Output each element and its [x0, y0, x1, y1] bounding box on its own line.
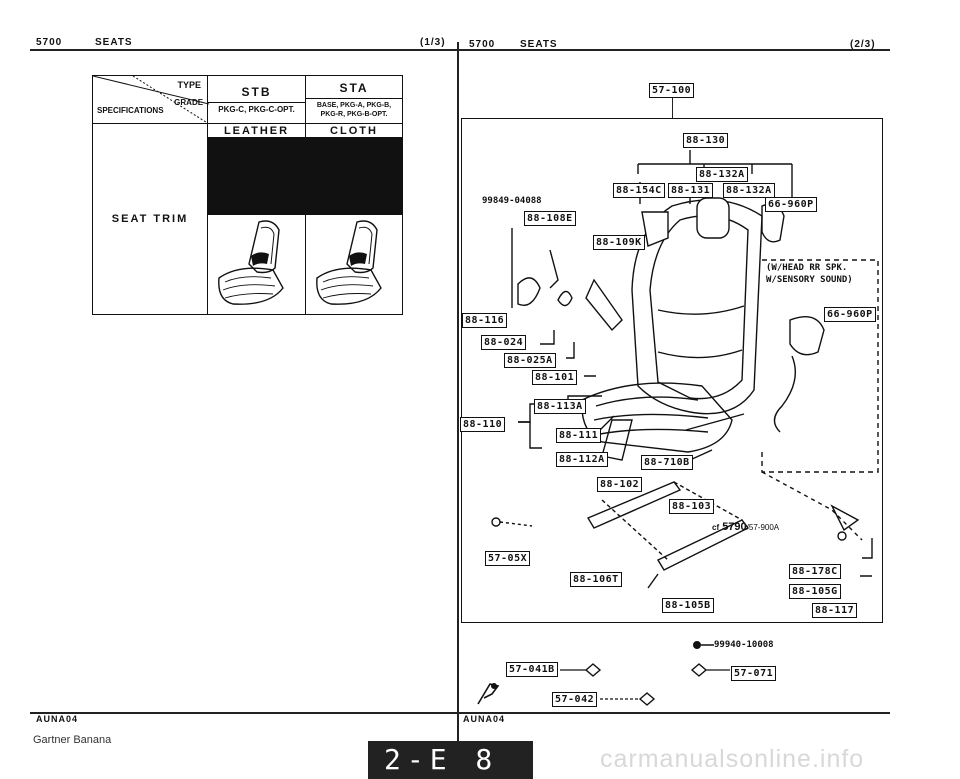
- part-label: 57-100: [649, 83, 695, 98]
- part-label: 88-105G: [789, 584, 841, 599]
- part-label: 88-108E: [524, 211, 576, 226]
- leader-line: [672, 98, 673, 118]
- part-label: 88-131: [668, 183, 714, 198]
- col1-header: STB PKG-C, PKG-C-OPT.: [207, 75, 306, 124]
- part-label: 88-178C: [789, 564, 841, 579]
- material-leather: LEATHER: [207, 123, 306, 138]
- cloth-swatch: [305, 137, 403, 215]
- seat-trim-label: SEAT TRIM: [91, 123, 209, 315]
- footer-right-code: AUNA04: [463, 714, 506, 724]
- part-label: 88-113A: [534, 399, 586, 414]
- right-header-page: (2/3): [850, 39, 876, 50]
- speaker-note-line2: W/SENSORY SOUND): [766, 275, 853, 285]
- left-header-page: (1/3): [420, 37, 446, 48]
- part-label: 88-109K: [593, 235, 645, 250]
- part-label: 88-103: [669, 499, 715, 514]
- cloth-seat-illustration: [305, 214, 403, 315]
- page-divider: [457, 42, 459, 742]
- part-label: 57-041B: [506, 662, 558, 677]
- clip-icon: [560, 663, 602, 677]
- part-label: 88-132A: [696, 167, 748, 182]
- bolt-ref-label: 99849-04088: [482, 196, 542, 206]
- retainer-icon: [477, 683, 500, 705]
- diagram-frame: [461, 118, 883, 623]
- part-label: 88-025A: [504, 353, 556, 368]
- clip-icon: [690, 663, 730, 677]
- right-header-code: 5700: [469, 39, 496, 50]
- left-header-code: 5700: [36, 37, 63, 48]
- screw-ref: 99940-10008: [714, 640, 774, 650]
- footer-left-code: AUNA04: [36, 714, 79, 724]
- spec-table: TYPE GRADE SPECIFICATIONS STB PKG-C, PKG…: [91, 75, 403, 315]
- footer-credit: Gartner Banana: [33, 734, 112, 746]
- part-label: 88-112A: [556, 452, 608, 467]
- specifications-label: SPECIFICATIONS: [97, 106, 164, 115]
- part-label: 88-117: [812, 603, 858, 618]
- part-label: 57-042: [552, 692, 598, 707]
- page-number: 2-E 8: [384, 743, 499, 776]
- footer-rule: [30, 712, 890, 714]
- col2-header: STA BASE, PKG-A, PKG-B, PKG-R, PKG-B-OPT…: [305, 75, 403, 124]
- material-cloth: CLOTH: [305, 123, 403, 138]
- ref-5790: cf 5790/57-900A: [712, 521, 780, 533]
- part-label: 66-960P: [824, 307, 876, 322]
- part-label: 88-102: [597, 477, 643, 492]
- part-label: 66-960P: [765, 197, 817, 212]
- page-number-box: [368, 741, 533, 779]
- header-rule: [30, 49, 890, 51]
- col2-sub: BASE, PKG-A, PKG-B, PKG-R, PKG-B-OPT.: [316, 102, 392, 118]
- col1-head: STB: [208, 82, 305, 103]
- part-label: 88-110: [460, 417, 506, 432]
- seat-exploded-view: [491, 150, 879, 589]
- part-label: 88-101: [532, 370, 578, 385]
- leather-swatch: [207, 137, 306, 215]
- part-label: 88-710B: [641, 455, 693, 470]
- part-label: 88-132A: [723, 183, 775, 198]
- speaker-note: (W/HEAD RR SPK. W/SENSORY SOUND): [766, 262, 853, 286]
- spec-header-cell: TYPE GRADE SPECIFICATIONS: [91, 75, 209, 124]
- part-label: 88-106T: [570, 572, 622, 587]
- part-label: 88-111: [556, 428, 602, 443]
- left-header-title: SEATS: [95, 37, 133, 48]
- part-label: 57-071: [731, 666, 777, 681]
- part-label: 57-05X: [485, 551, 531, 566]
- part-label: 88-024: [481, 335, 527, 350]
- type-label: TYPE: [177, 80, 202, 90]
- part-label: 88-105B: [662, 598, 714, 613]
- part-label: 88-116: [462, 313, 508, 328]
- col1-sub: PKG-C, PKG-C-OPT.: [218, 105, 295, 114]
- grade-label: GRADE: [174, 98, 204, 107]
- part-label: 88-154C: [613, 183, 665, 198]
- speaker-note-line1: (W/HEAD RR SPK.: [766, 263, 848, 273]
- screw-icon: [693, 641, 714, 649]
- col2-head: STA: [306, 78, 402, 99]
- part-label: 88-130: [683, 133, 729, 148]
- leather-seat-illustration: [207, 214, 306, 315]
- clip-icon: [600, 692, 656, 706]
- diagonal-lines: [93, 76, 209, 124]
- watermark: carmanualsonline.info: [600, 745, 865, 773]
- right-header-title: SEATS: [520, 39, 558, 50]
